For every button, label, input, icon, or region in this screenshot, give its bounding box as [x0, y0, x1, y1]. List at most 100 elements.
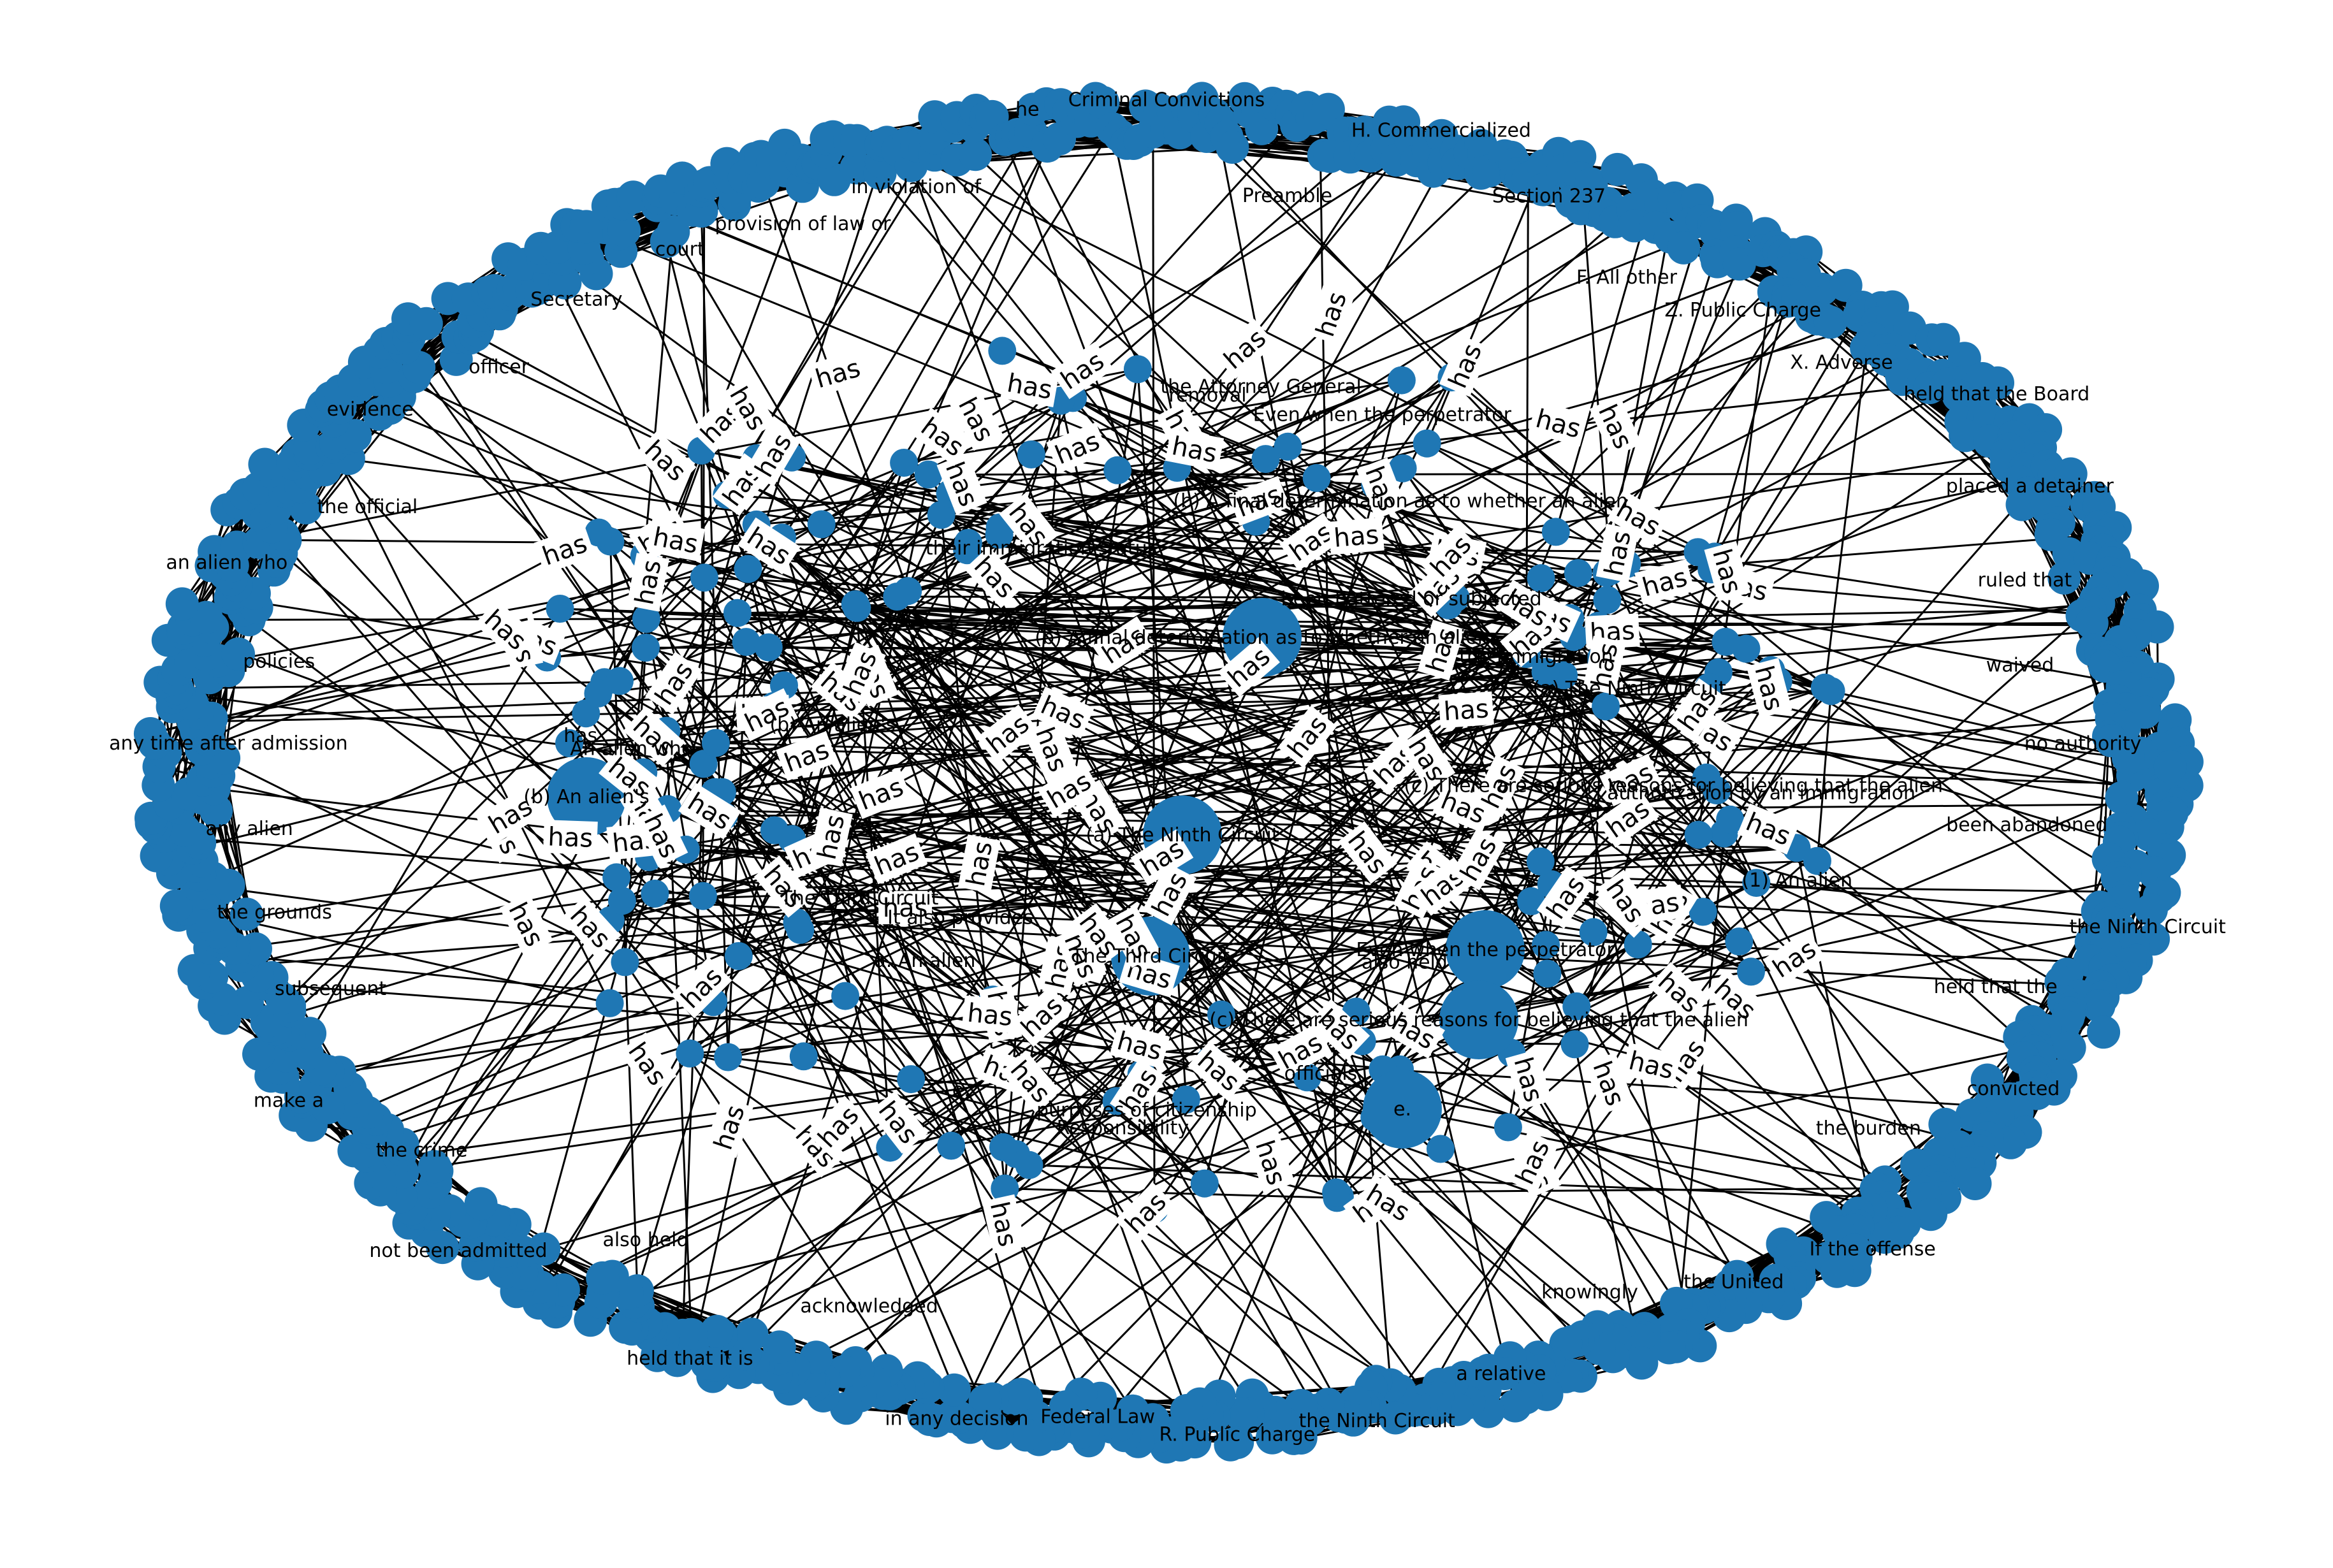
graph-node: [1207, 1000, 1235, 1029]
node-label: the United: [1683, 1271, 1784, 1293]
graph-node: [1086, 85, 1120, 119]
edge-label: has: [1583, 635, 1626, 695]
graph-node: [418, 1150, 451, 1184]
graph-node: [585, 518, 613, 547]
graph-edge: [645, 646, 785, 686]
graph-node: [1494, 1113, 1522, 1142]
graph-edge: [725, 148, 926, 496]
graph-edge: [820, 523, 1574, 1376]
graph-node: [714, 1043, 743, 1071]
graph-node: [959, 138, 992, 171]
graph-edge: [177, 681, 605, 690]
node-label: subsequent: [275, 978, 386, 1000]
graph-edge: [1374, 484, 1578, 1007]
featured-node-label: The Third Circuit: [1071, 945, 1230, 968]
graph-edge: [1778, 598, 2097, 683]
node-label: Even when the perpetrator: [1253, 403, 1512, 426]
graph-node: [1499, 1389, 1532, 1423]
graph-node: [1742, 869, 1771, 897]
edge-label: has: [1495, 579, 1559, 637]
graph-edge: [855, 379, 1402, 606]
graph-node: [732, 628, 760, 657]
node-label: in any decision: [885, 1408, 1028, 1430]
node-label: (a) The Ninth Circuit: [1532, 678, 1726, 700]
graph-node: [700, 1314, 734, 1348]
graph-node: [789, 1042, 818, 1071]
edge-label: has: [634, 430, 697, 491]
node-label: the Immigration: [1459, 646, 1613, 668]
node-label: an alien who: [166, 552, 287, 574]
graph-node: [2082, 989, 2116, 1022]
graph-edge: [737, 219, 1737, 614]
node-label: (b) An alien's: [769, 714, 895, 736]
edge-label: has: [646, 519, 706, 562]
graph-edge: [702, 641, 748, 896]
graph-node: [1103, 456, 1132, 484]
graph-node: [1387, 366, 1416, 395]
graph-node: [607, 887, 636, 915]
graph-node: [1225, 1397, 1258, 1431]
graph-edge: [624, 961, 931, 1420]
node-label: R. Public Charge: [1159, 1424, 1315, 1446]
graph-node: [894, 577, 922, 606]
graph-edge: [950, 927, 2120, 1147]
graph-node: [1541, 518, 1570, 546]
graph-edge: [597, 693, 644, 773]
edge-label: has: [1621, 1042, 1682, 1087]
featured-node-label: (a) The Ninth Circuit: [1086, 824, 1279, 846]
graph-edge: [192, 618, 646, 621]
edge-label: has: [850, 768, 912, 819]
graph-node: [1533, 959, 1562, 988]
node-label: the crime: [376, 1140, 468, 1162]
graph-node: [1190, 1169, 1219, 1198]
node-label: acknowledged: [800, 1295, 938, 1318]
graph-node: [688, 882, 717, 910]
graph-node: [1926, 323, 1960, 356]
graph-node: [464, 1187, 498, 1221]
graph-edge: [1203, 380, 1403, 1184]
graph-node: [1562, 992, 1591, 1020]
graph-edge: [1004, 570, 1611, 1189]
node-label: knowingly: [1541, 1281, 1638, 1303]
graph-edge: [1382, 641, 1727, 1070]
node-label: a. An alien: [874, 950, 975, 972]
edge-label: has: [704, 1096, 753, 1158]
graph-node: [1624, 930, 1652, 959]
edge-label: has: [982, 1194, 1026, 1254]
graph-node: [988, 337, 1017, 365]
graph-node: [1009, 1418, 1042, 1452]
graph-node: [723, 599, 752, 627]
graph-edge: [775, 882, 1757, 1376]
graph-node: [611, 948, 639, 976]
node-label: a relative: [1456, 1363, 1546, 1385]
graph-node: [754, 633, 783, 662]
node-label: been battered or subjected: [1281, 588, 1542, 611]
graph-edge: [434, 970, 1752, 1168]
graph-edge: [1426, 165, 1544, 444]
graph-edge: [699, 191, 729, 1057]
edge-label: has: [542, 820, 598, 855]
node-label: Responsibility: [1057, 1117, 1189, 1139]
graph-node: [602, 863, 631, 892]
graph-node: [1527, 564, 1555, 593]
node-label: removal: [1168, 384, 1246, 407]
graph-edge: [1563, 674, 1718, 792]
graph-node: [133, 717, 167, 750]
graph-edge: [755, 523, 1770, 1298]
graph-node: [555, 729, 583, 757]
edge-label-text: has: [1639, 563, 1690, 603]
graph-node: [938, 1373, 971, 1407]
graph-edge: [992, 933, 1465, 1001]
graph-node: [242, 1037, 275, 1071]
featured-node-label: (b) A final determination as to whether …: [1035, 627, 1489, 649]
graph-node: [222, 637, 255, 671]
graph-node: [937, 1131, 966, 1160]
graph-node: [762, 1330, 796, 1364]
node-label: Federal Law: [1040, 1405, 1155, 1428]
graph-edge: [790, 462, 905, 839]
graph-node: [1017, 440, 1045, 468]
node-label: the official: [317, 496, 418, 518]
graph-edge: [928, 473, 2071, 475]
graph-node: [1388, 454, 1417, 483]
graph-node: [1813, 305, 1847, 339]
